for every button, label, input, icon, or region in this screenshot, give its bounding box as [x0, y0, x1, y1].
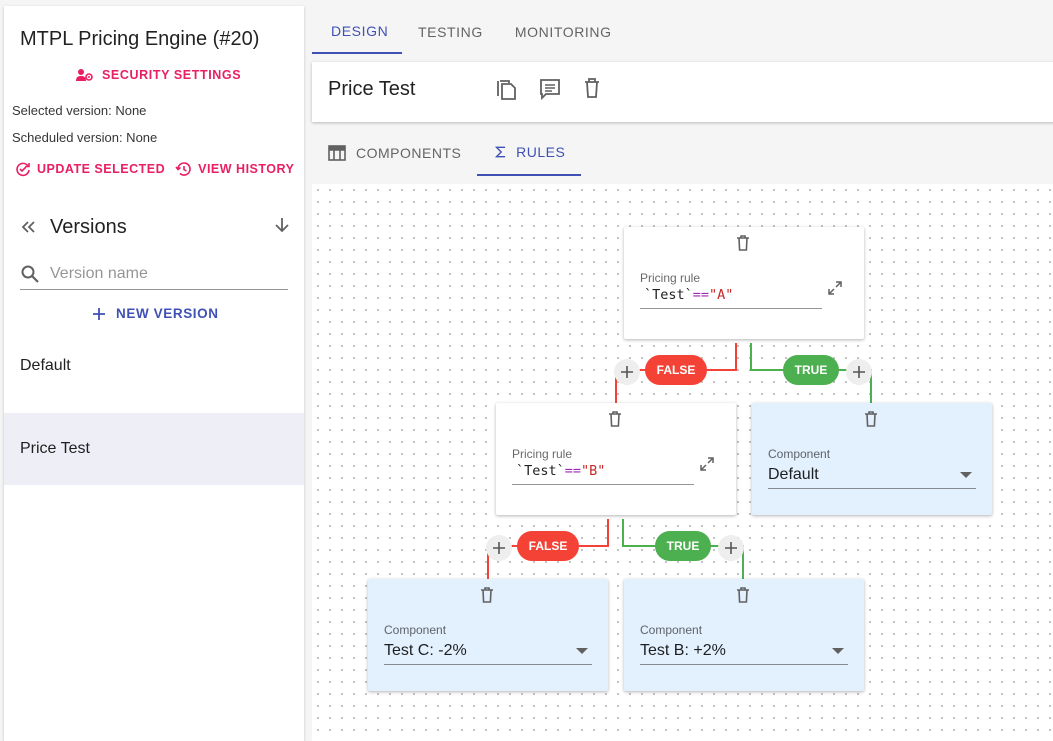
tab-components-label: COMPONENTS [356, 145, 462, 161]
component-node-test-b: Component Test B: +2% [624, 579, 864, 691]
component-label: Component [768, 447, 831, 461]
rule-label: Pricing rule [640, 271, 701, 285]
version-item[interactable]: Default [4, 330, 304, 402]
plus-icon [853, 366, 865, 378]
component-select-value: Default [768, 465, 819, 483]
sigma-icon [495, 146, 506, 158]
scheduled-version-text: Scheduled version: None [12, 130, 158, 145]
delete-icon[interactable] [480, 587, 494, 603]
rule-expression[interactable]: `Test`=="B" [512, 461, 694, 485]
sub-tabs: COMPONENTS RULES [312, 130, 582, 176]
plus-icon [621, 366, 633, 378]
sidebar: MTPL Pricing Engine (#20) SECURITY SETTI… [4, 6, 304, 741]
version-header-card: Price Test [312, 62, 1053, 122]
version-name: Price Test [328, 78, 416, 100]
dropdown-arrow-icon [832, 647, 844, 654]
component-select-value: Test B: +2% [640, 641, 726, 659]
component-label: Component [640, 623, 703, 637]
plus-icon [93, 307, 105, 320]
selected-version-text: Selected version: None [12, 103, 147, 118]
tab-design[interactable]: DESIGN [312, 10, 402, 54]
search-icon [21, 265, 39, 283]
rule-node-root: Pricing rule `Test`=="A" [624, 227, 864, 339]
history-icon [175, 162, 191, 176]
version-item-label: Price Test [20, 440, 90, 457]
delete-icon[interactable] [736, 235, 750, 251]
expand-icon[interactable] [828, 281, 842, 295]
add-true-branch-button[interactable] [718, 535, 744, 561]
expand-icon[interactable] [700, 457, 714, 471]
rule-expression[interactable]: `Test`=="A" [640, 285, 822, 309]
top-tabs: DESIGN TESTING MONITORING [312, 10, 628, 54]
dropdown-arrow-icon [960, 471, 972, 478]
false-branch-label: FALSE [517, 531, 579, 561]
delete-icon[interactable] [582, 77, 602, 99]
add-true-branch-button[interactable] [846, 359, 872, 385]
component-node-test-c: Component Test C: -2% [368, 579, 608, 691]
false-branch-label: FALSE [645, 355, 707, 385]
add-false-branch-button[interactable] [486, 535, 512, 561]
add-false-branch-button[interactable] [614, 359, 640, 385]
component-label: Component [384, 623, 447, 637]
true-branch-label: TRUE [655, 531, 711, 561]
version-search [20, 258, 288, 290]
app-title: MTPL Pricing Engine (#20) [20, 28, 260, 50]
tab-components[interactable]: COMPONENTS [312, 130, 477, 176]
tab-rules[interactable]: RULES [477, 130, 582, 176]
component-node-default: Component Default [752, 403, 992, 515]
component-select[interactable]: Test B: +2% [640, 637, 848, 665]
rules-canvas[interactable]: FALSE TRUE FALSE TRUE Pricing rule `Test… [312, 184, 1053, 741]
component-select[interactable]: Default [768, 461, 976, 489]
table-icon [328, 145, 346, 161]
delete-icon[interactable] [608, 411, 622, 427]
version-item-label: Default [20, 357, 71, 374]
sort-down-icon[interactable] [272, 215, 292, 235]
true-branch-label: TRUE [783, 355, 839, 385]
security-settings-label: SECURITY SETTINGS [102, 68, 242, 82]
plus-icon [725, 542, 737, 554]
versions-title: Versions [50, 215, 127, 238]
version-actions: UPDATE SELECTED VIEW HISTORY [15, 161, 294, 177]
collapse-icon[interactable] [20, 220, 38, 234]
component-select[interactable]: Test C: -2% [384, 637, 592, 665]
new-version-label: NEW VERSION [116, 306, 219, 321]
delete-icon[interactable] [864, 411, 878, 427]
component-select-value: Test C: -2% [384, 641, 467, 659]
dropdown-arrow-icon [576, 647, 588, 654]
security-settings-button[interactable]: SECURITY SETTINGS [76, 68, 241, 82]
version-search-input[interactable] [50, 264, 280, 283]
view-history-label: VIEW HISTORY [198, 162, 295, 176]
comment-icon[interactable] [538, 77, 562, 101]
user-lock-icon [76, 69, 93, 81]
plus-icon [493, 542, 505, 554]
version-item-selected[interactable]: Price Test [4, 413, 304, 485]
view-history-button[interactable]: VIEW HISTORY [175, 161, 294, 177]
update-selected-label: UPDATE SELECTED [37, 162, 166, 176]
new-version-button[interactable]: NEW VERSION [92, 306, 219, 321]
tab-monitoring[interactable]: MONITORING [514, 24, 612, 40]
tab-testing[interactable]: TESTING [418, 24, 483, 40]
delete-icon[interactable] [736, 587, 750, 603]
update-icon [16, 162, 30, 177]
copy-icon[interactable] [496, 77, 518, 101]
rule-label: Pricing rule [512, 447, 573, 461]
rule-node-second: Pricing rule `Test`=="B" [496, 403, 736, 515]
versions-header: Versions [20, 212, 292, 242]
update-selected-button[interactable]: UPDATE SELECTED [15, 161, 165, 177]
tab-rules-label: RULES [516, 144, 566, 160]
